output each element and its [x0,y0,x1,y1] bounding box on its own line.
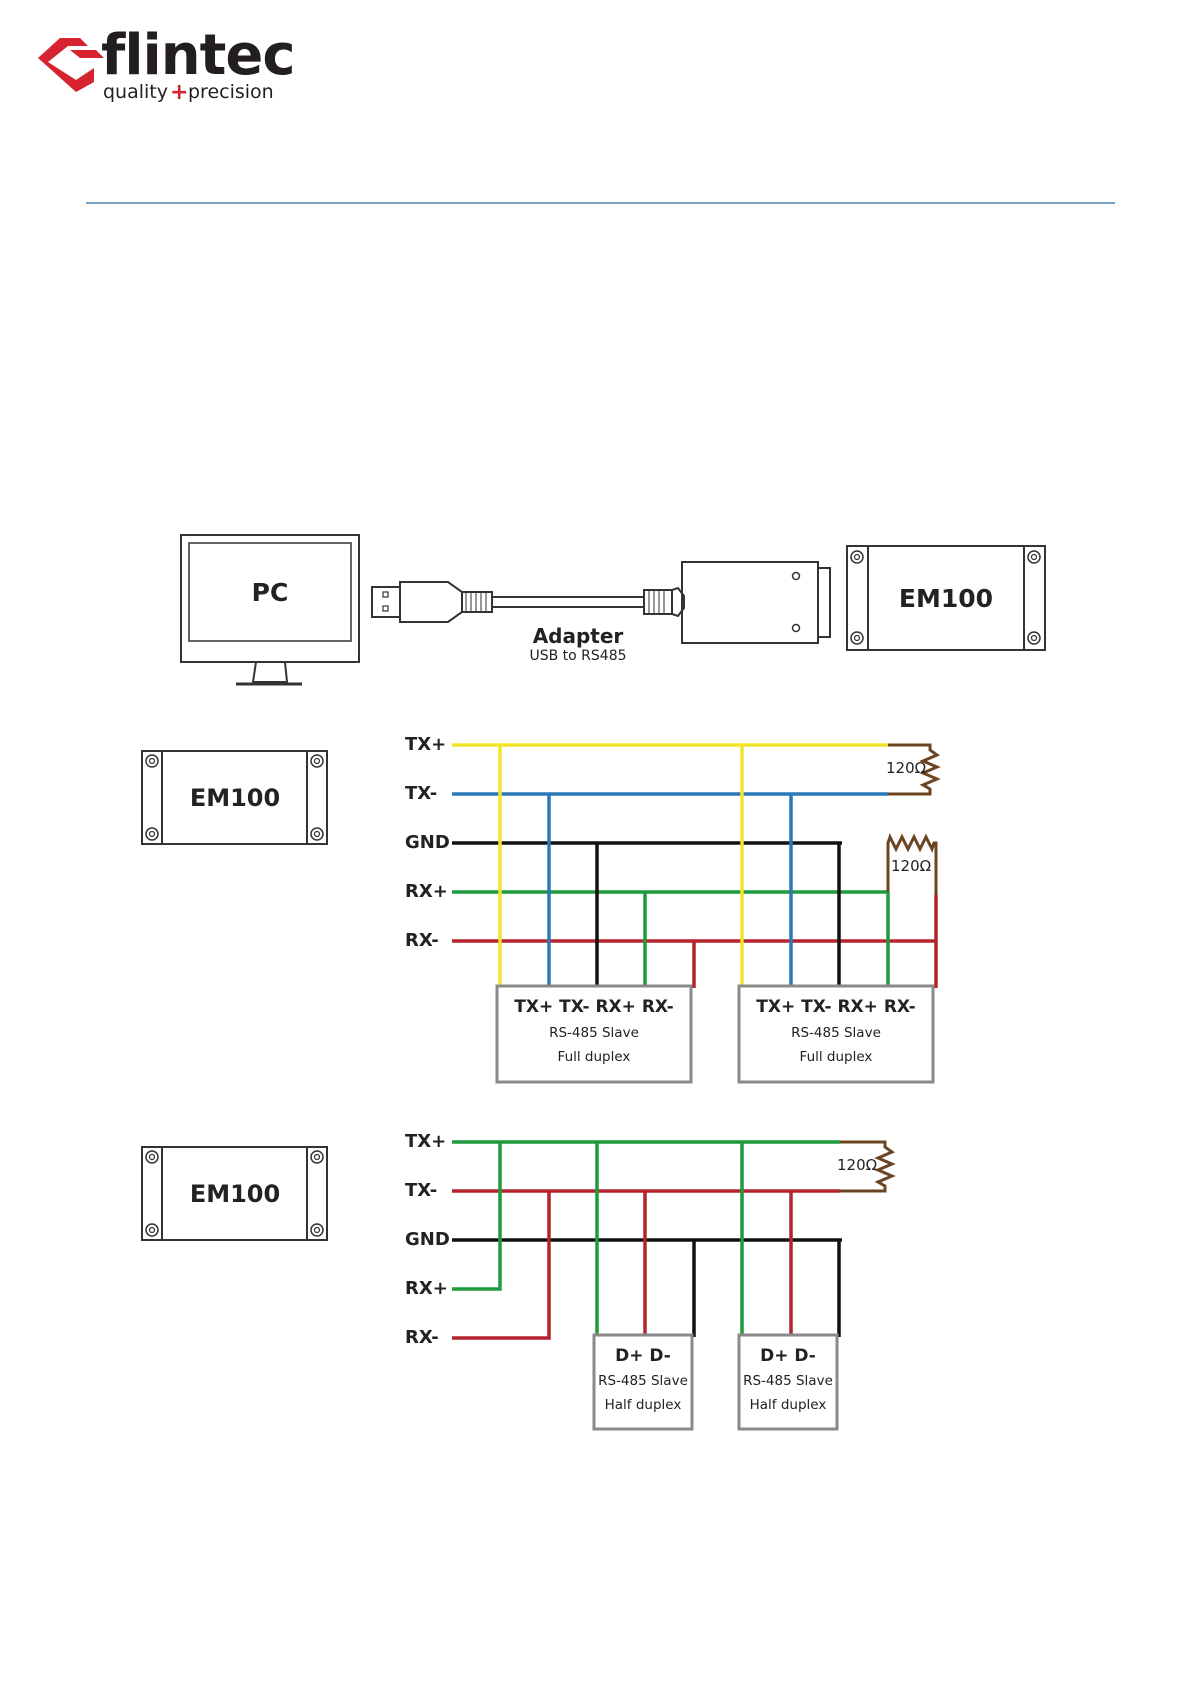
bus-label-rx-plus: RX+ [405,881,448,902]
pc-label: PC [252,578,289,607]
logo-tagline-left: quality [103,81,168,103]
bus-label-rx-minus: RX- [405,930,439,951]
em100-device-top: EM100 [847,546,1045,650]
resistor-rx-icon [888,837,936,941]
slave-1-pins: TX+ TX- RX+ RX- [514,997,673,1017]
pc-monitor [181,535,359,684]
full-duplex-wiring [452,745,937,988]
hd-slave-2-type: RS-485 Slave [743,1373,833,1389]
slave-2-pins: TX+ TX- RX+ RX- [756,997,915,1017]
em100-device-half-duplex: EM100 [142,1147,327,1240]
half-duplex-slave-1: D+ D- RS-485 Slave Half duplex [594,1335,692,1429]
adapter-box [682,562,830,643]
slave-1-mode: Full duplex [558,1049,631,1065]
resistor-tx-label: 120Ω [886,759,926,777]
hd-resistor-label: 120Ω [837,1156,877,1174]
logo-mark-icon [38,38,104,92]
half-duplex-bus-labels: TX+ TX- GND RX+ RX- [405,1131,450,1348]
em100-device-full-duplex: EM100 [142,751,327,844]
half-duplex-wiring [452,1142,892,1338]
bus-label-gnd: GND [405,832,450,853]
flintec-logo: flintec quality + precision [38,23,295,105]
full-duplex-slave-2: TX+ TX- RX+ RX- RS-485 Slave Full duplex [739,986,933,1082]
hd-slave-1-pins: D+ D- [615,1346,671,1366]
bus-label-tx-minus: TX- [405,783,437,804]
em100-label-top: EM100 [899,584,993,613]
hd-bus-label-rx-plus: RX+ [405,1278,448,1299]
usb-cable-icon [372,582,684,622]
adapter-subtitle: USB to RS485 [529,648,626,664]
hd-slave-1-type: RS-485 Slave [598,1373,688,1389]
em100-label-half-duplex: EM100 [190,1180,280,1208]
slave-2-type: RS-485 Slave [791,1025,881,1041]
hd-bus-label-tx-plus: TX+ [405,1131,446,1152]
slave-2-mode: Full duplex [800,1049,873,1065]
full-duplex-bus-labels: TX+ TX- GND RX+ RX- [405,734,450,951]
hd-bus-line-rx-plus [452,1142,500,1289]
bus-label-tx-plus: TX+ [405,734,446,755]
adapter-title: Adapter [533,624,624,648]
hd-bus-label-rx-minus: RX- [405,1327,439,1348]
hd-slave-2-pins: D+ D- [760,1346,816,1366]
half-duplex-slave-2: D+ D- RS-485 Slave Half duplex [739,1335,837,1429]
full-duplex-slave-1: TX+ TX- RX+ RX- RS-485 Slave Full duplex [497,986,691,1082]
hd-bus-label-tx-minus: TX- [405,1180,437,1201]
hd-bus-label-gnd: GND [405,1229,450,1250]
hd-slave-1-mode: Half duplex [605,1397,682,1413]
logo-wordmark: flintec [101,23,295,88]
hd-slave-2-mode: Half duplex [750,1397,827,1413]
em100-label-full-duplex: EM100 [190,784,280,812]
resistor-rx-label: 120Ω [891,857,931,875]
logo-tagline-plus: + [170,80,188,105]
slave-1-type: RS-485 Slave [549,1025,639,1041]
logo-tagline-right: precision [188,81,274,103]
